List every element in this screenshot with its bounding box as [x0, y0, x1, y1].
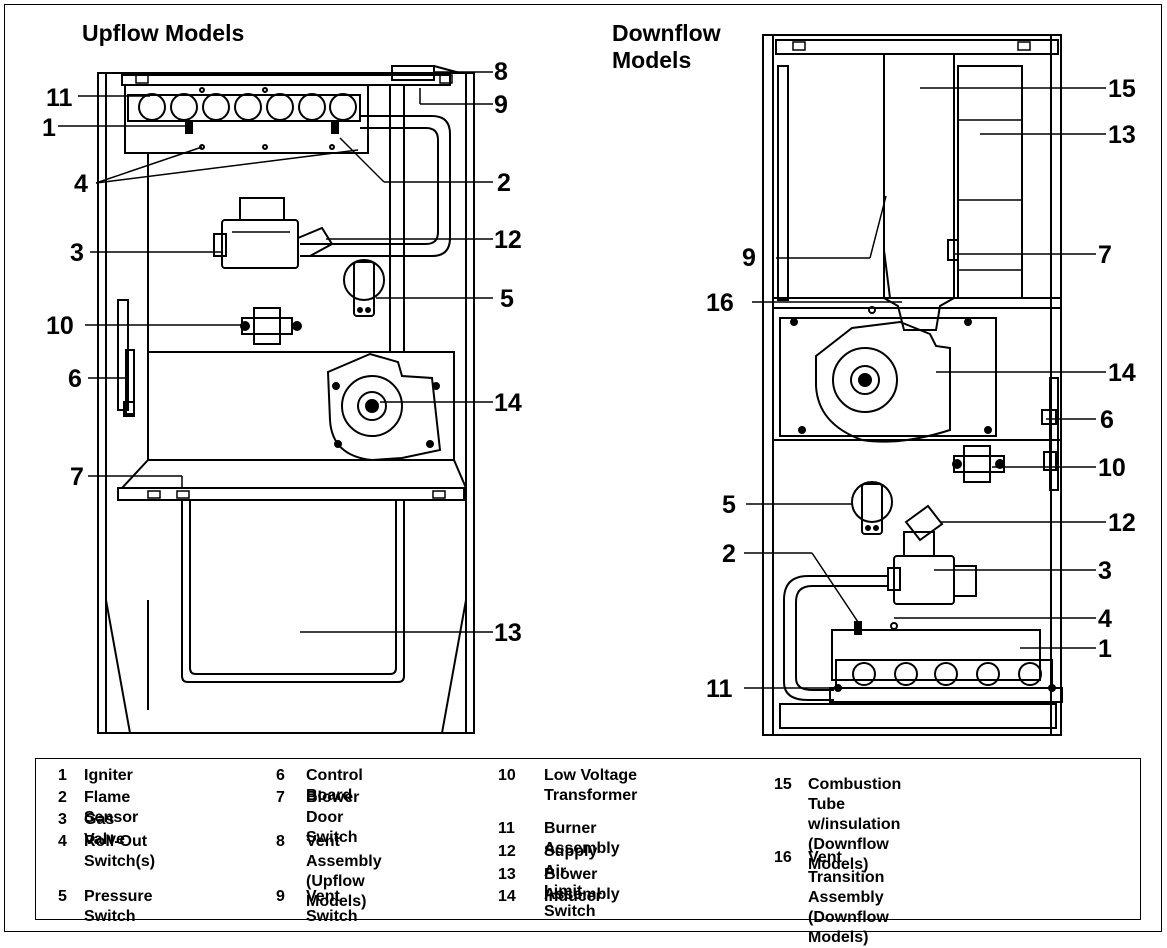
callout-down-6: 6 — [1100, 406, 1114, 434]
downflow-unit — [762, 34, 1063, 736]
upflow-leaders — [58, 71, 493, 633]
callout-down-13: 13 — [1108, 121, 1136, 149]
callout-up-5: 5 — [500, 285, 514, 313]
callout-down-4: 4 — [1098, 605, 1112, 633]
callout-up-7: 7 — [70, 463, 84, 491]
upflow-callouts: 8 11 9 1 4 2 12 3 5 10 6 14 7 13 — [42, 58, 522, 647]
callout-up-13: 13 — [494, 619, 522, 647]
downflow-callouts: 15 13 9 7 16 14 6 10 5 12 2 3 4 1 11 — [706, 75, 1136, 703]
callout-down-9: 9 — [742, 244, 756, 272]
callout-up-14: 14 — [494, 389, 522, 417]
callout-up-1: 1 — [42, 114, 56, 142]
title-upflow-models: Upflow Models — [82, 20, 245, 46]
callout-down-2: 2 — [722, 540, 736, 568]
callout-down-5: 5 — [722, 491, 736, 519]
callout-down-1: 1 — [1098, 635, 1112, 663]
title-downflow-models: Downflow Models — [612, 20, 721, 73]
callout-up-12: 12 — [494, 226, 522, 254]
callout-up-8: 8 — [494, 58, 508, 86]
callout-down-11: 11 — [706, 675, 733, 703]
callout-down-14: 14 — [1108, 359, 1136, 387]
page-frame — [4, 4, 1162, 932]
callout-down-15: 15 — [1108, 75, 1136, 103]
callout-down-3: 3 — [1098, 557, 1112, 585]
callout-up-3: 3 — [70, 239, 84, 267]
callout-up-9: 9 — [494, 91, 508, 119]
callout-down-16: 16 — [706, 289, 734, 317]
callout-down-12: 12 — [1108, 509, 1136, 537]
callout-up-10: 10 — [46, 312, 74, 340]
callout-up-4: 4 — [74, 170, 88, 198]
callout-down-10: 10 — [1098, 454, 1126, 482]
callout-down-7: 7 — [1098, 241, 1112, 269]
downflow-leaders — [744, 87, 1106, 689]
callout-up-6: 6 — [68, 365, 82, 393]
upflow-unit — [97, 65, 475, 734]
callout-up-2: 2 — [497, 169, 511, 197]
callout-up-11: 11 — [46, 84, 73, 112]
